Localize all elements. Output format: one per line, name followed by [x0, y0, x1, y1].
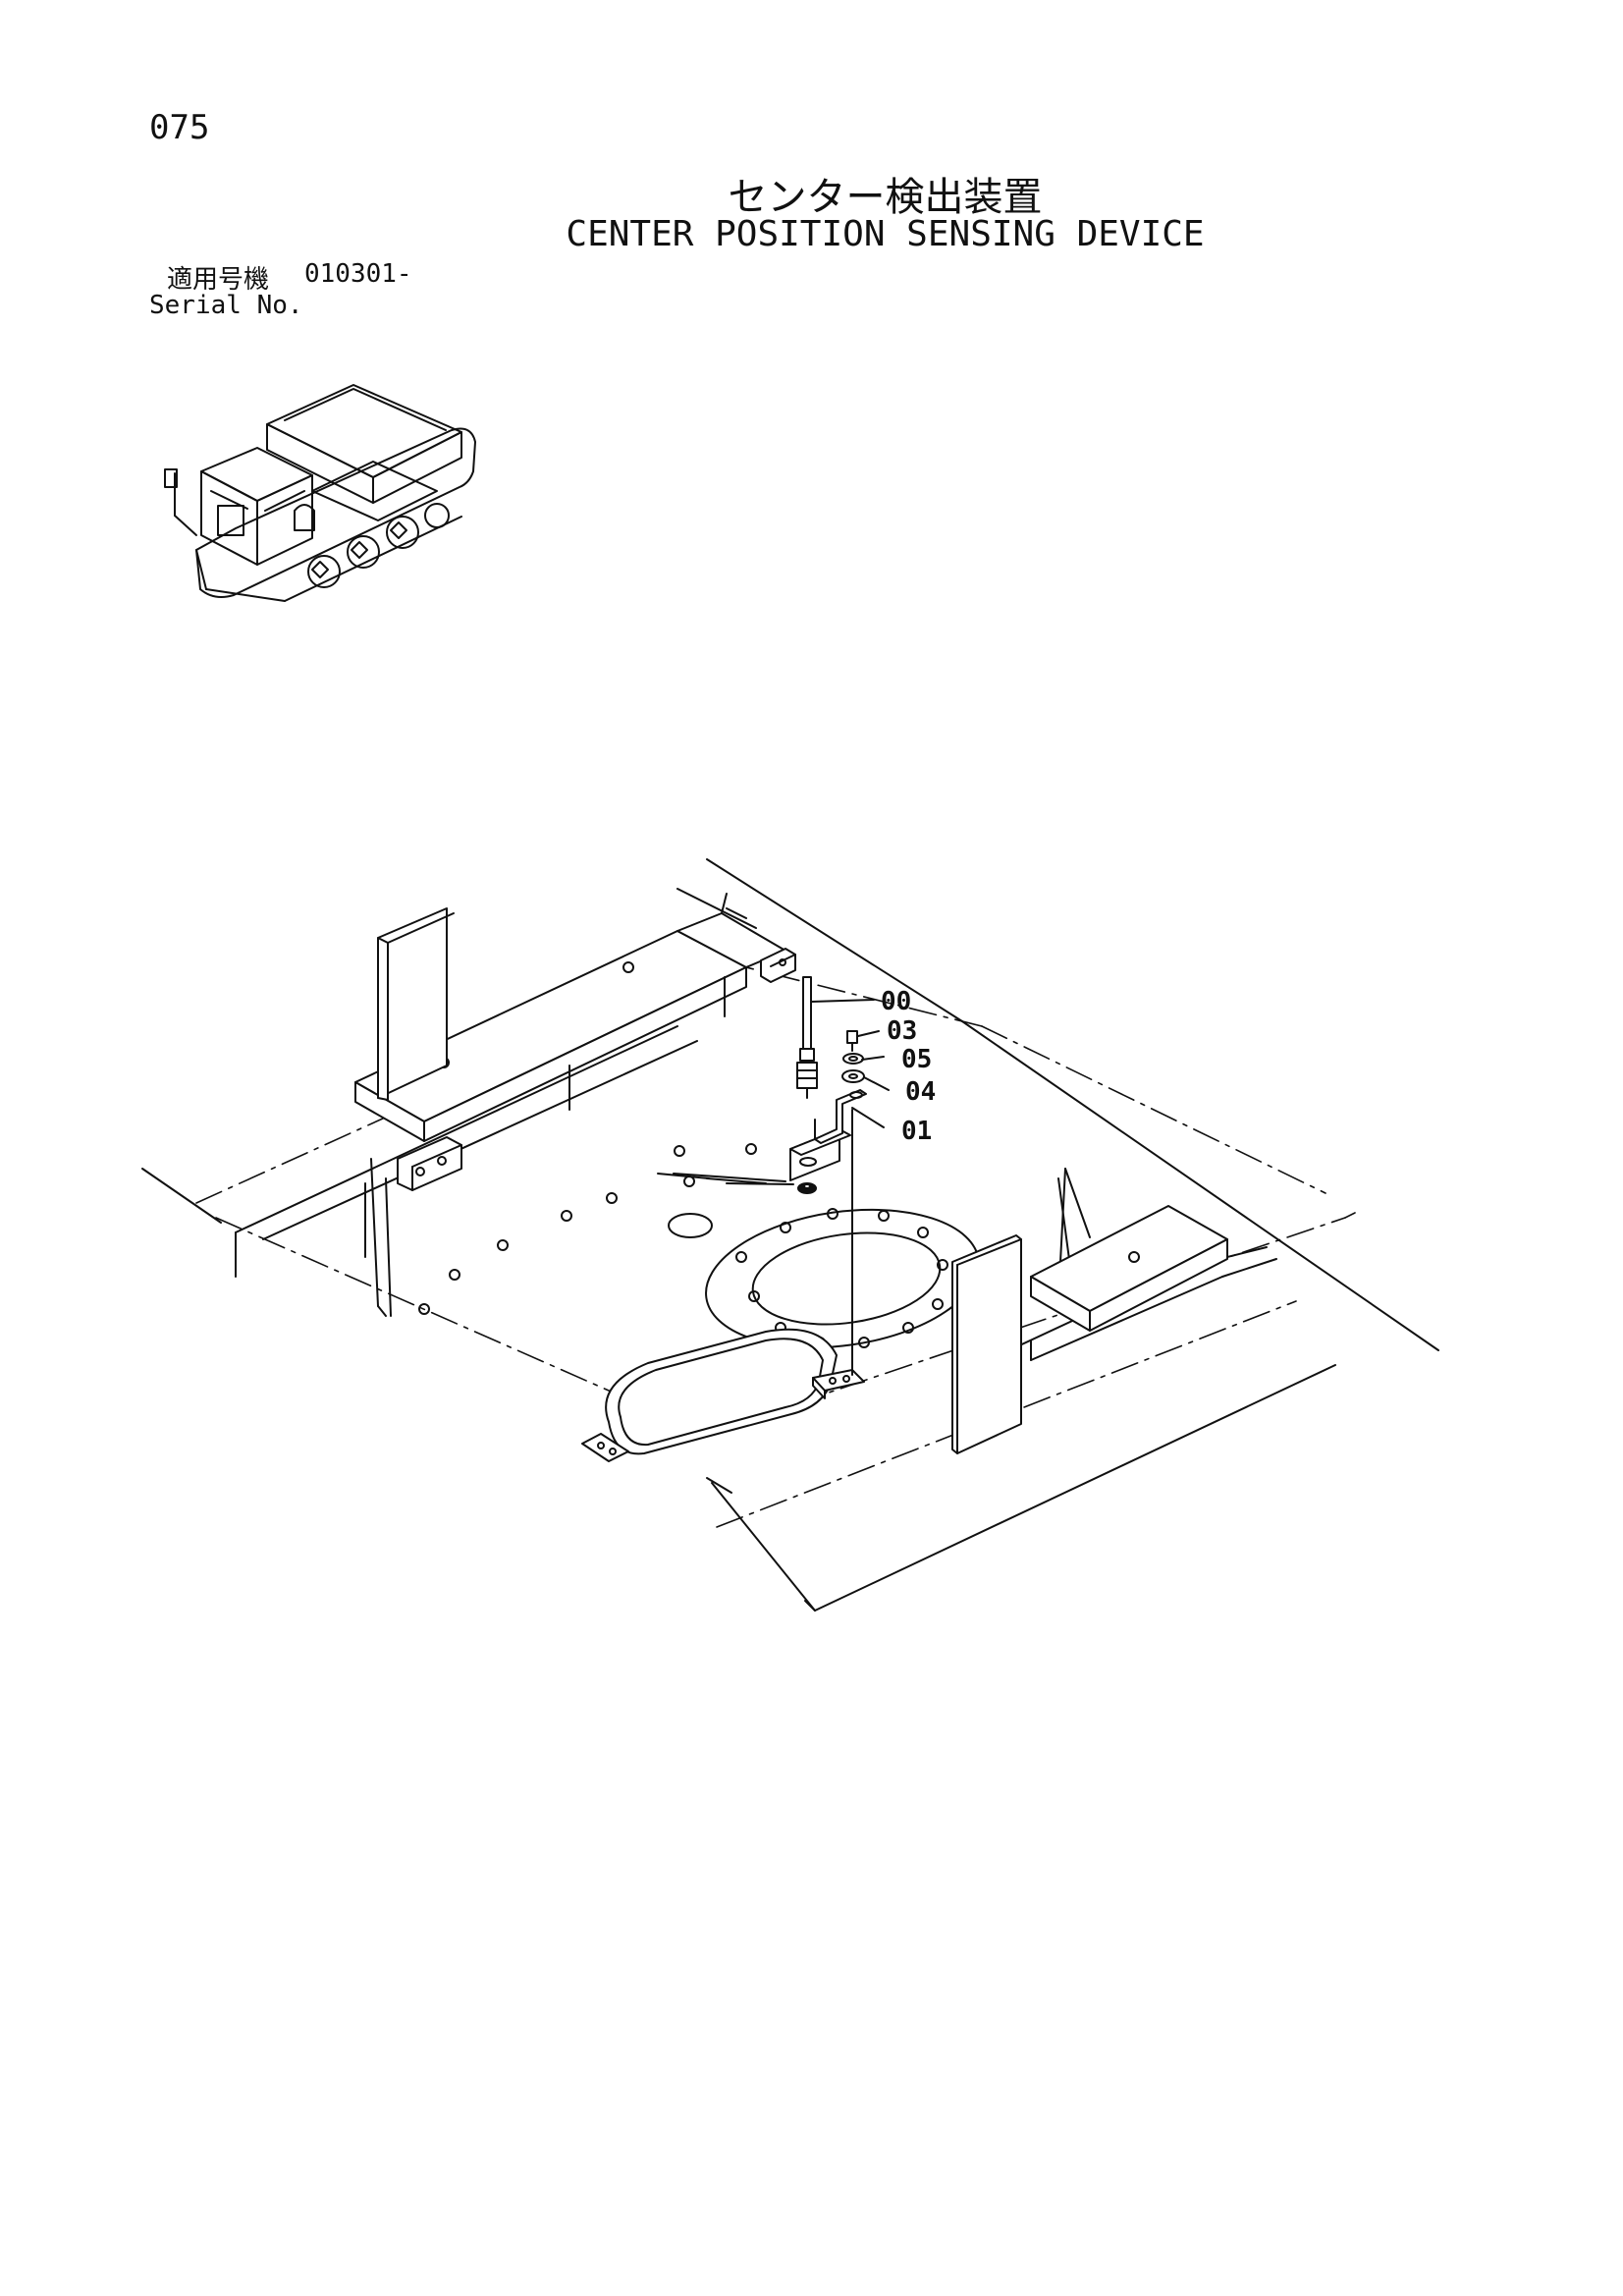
vehicle-thumbnail — [164, 384, 476, 602]
callout-label: 03 — [887, 1016, 917, 1046]
callout-label: 04 — [905, 1077, 936, 1107]
title-english: CENTER POSITION SENSING DEVICE — [566, 214, 1205, 254]
right-beam — [1030, 1205, 1228, 1332]
serial-number-value: 010301- — [304, 259, 412, 289]
callout-label: 00 — [881, 987, 911, 1016]
left-post — [377, 907, 455, 1101]
right-post — [951, 1234, 1022, 1454]
frame-outline — [141, 858, 1439, 1612]
serial-label-japanese: 適用号機 — [167, 265, 270, 295]
title-japanese: センター検出装置 — [728, 175, 1043, 220]
callout-label: 05 — [901, 1045, 932, 1074]
callout-label: 01 — [901, 1117, 932, 1146]
callout-labels: 00 03 05 04 01 — [881, 987, 936, 1146]
page-number: 075 — [149, 108, 210, 147]
upper-beam — [354, 893, 786, 1142]
mount-block-left — [397, 1136, 462, 1191]
sensor-assembly — [673, 948, 890, 1376]
serial-label-english: Serial No. — [149, 291, 303, 320]
